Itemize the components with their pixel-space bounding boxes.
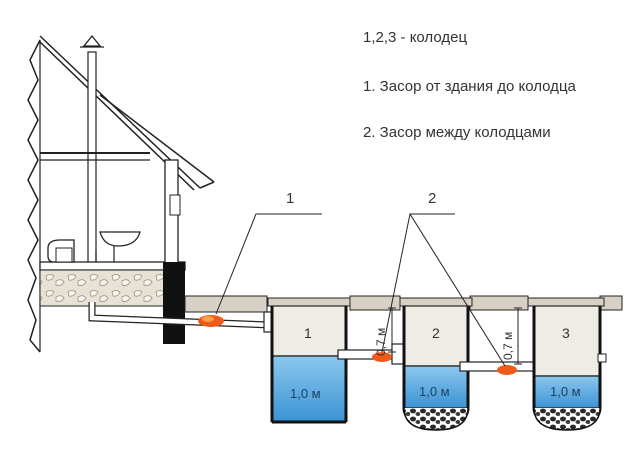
pipe-1-2 <box>337 343 409 365</box>
well-number-3: 3 <box>562 325 570 341</box>
clog-2a <box>372 352 392 362</box>
well-1 <box>267 297 351 424</box>
callout-lines <box>215 213 506 367</box>
foundation-post <box>163 159 185 344</box>
water-label-1: 1,0 м <box>290 386 321 401</box>
water-label-3: 1,0 м <box>550 384 581 399</box>
water-label-2: 1,0 м <box>419 384 450 399</box>
well-number-1: 1 <box>304 325 312 341</box>
house-wall <box>27 39 41 353</box>
legend-item-2: 2. Засор между колодцами <box>363 124 551 141</box>
toilet <box>47 239 75 263</box>
floor <box>39 152 186 307</box>
depth-label-1: 0,7 м <box>374 328 388 356</box>
sink <box>95 231 141 262</box>
legend-title: 1,2,3 - колодец <box>363 29 468 46</box>
depth-label-2: 0,7 м <box>501 332 515 360</box>
ground <box>184 295 623 313</box>
legend-item-1: 1. Засор от здания до колодца <box>363 78 576 95</box>
callout-label-1: 1 <box>286 190 294 207</box>
vent-pipe <box>80 34 104 303</box>
depth-markers <box>388 307 522 365</box>
well-2 <box>399 297 473 431</box>
well-3 <box>527 297 607 431</box>
clog-2b <box>497 365 517 375</box>
roof <box>39 35 215 191</box>
callout-label-2: 2 <box>428 190 436 207</box>
clog-1 <box>198 315 224 327</box>
well-number-2: 2 <box>432 325 440 341</box>
